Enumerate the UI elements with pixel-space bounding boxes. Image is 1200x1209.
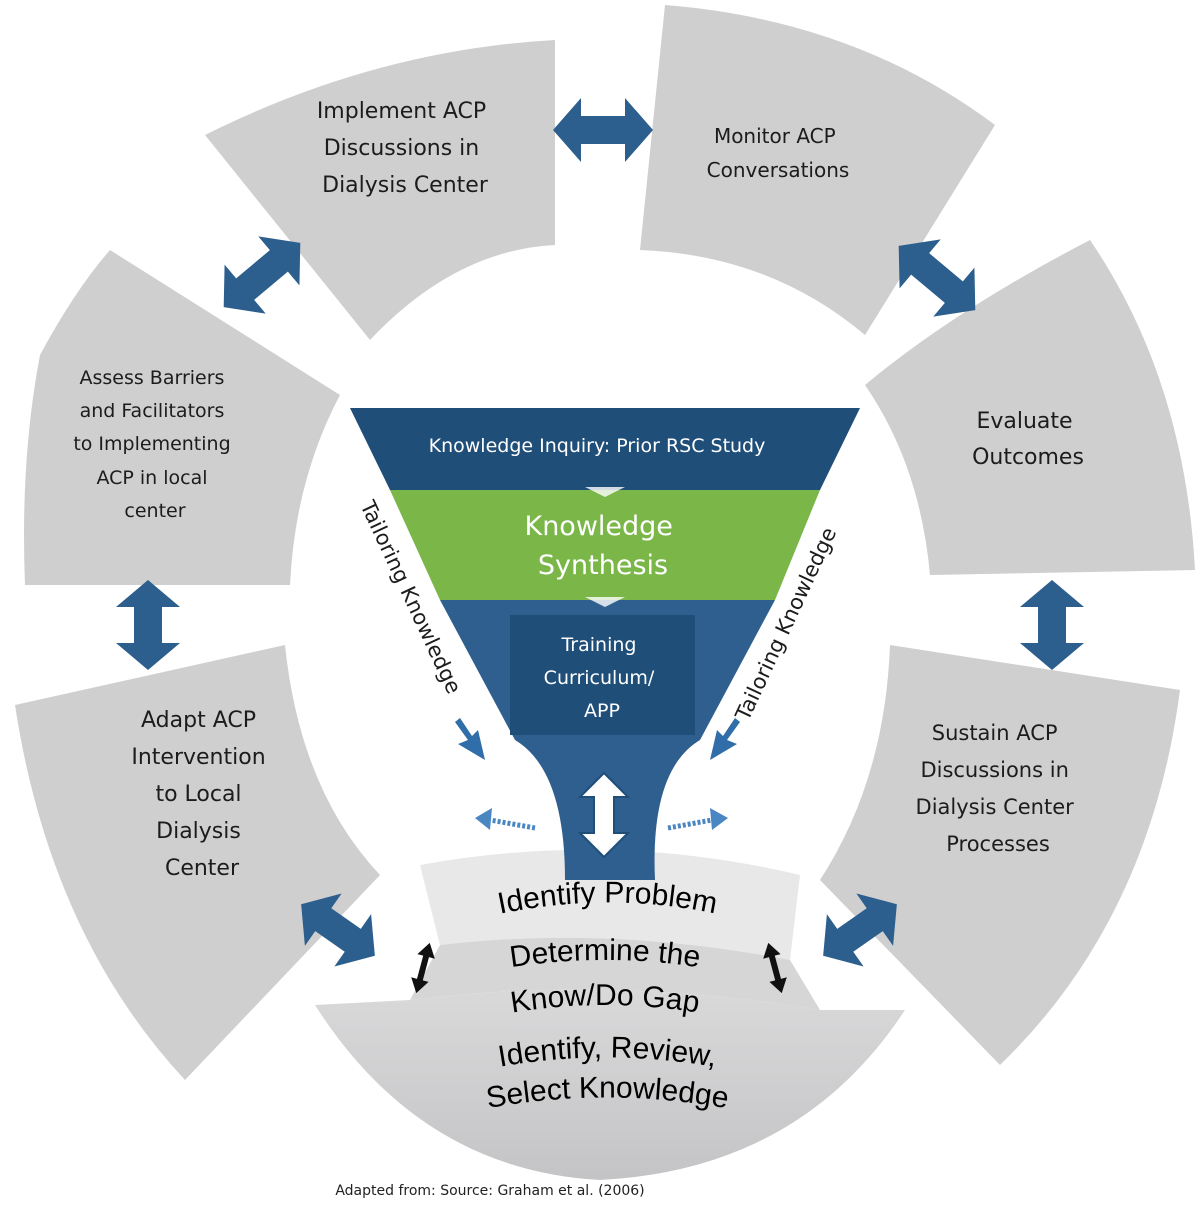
arrow-tailoring-right: [710, 718, 740, 760]
segment-sustain: [820, 645, 1180, 1065]
segment-adapt: [15, 645, 380, 1080]
label-implement: Implement ACP Discussions in Dialysis Ce…: [317, 99, 493, 198]
arrow-adapt-bottom: [301, 893, 375, 967]
band-know-do-gap: [410, 937, 820, 1010]
arrow-bottom-left: [411, 942, 435, 994]
label-evaluate: Evaluate Outcomes: [972, 409, 1084, 470]
band-select-knowledge: [315, 989, 905, 1180]
arrow-bottom-right: [763, 942, 787, 994]
arrow-evaluate-sustain: [1020, 580, 1084, 670]
arrow-sustain-bottom: [823, 893, 897, 967]
arrow-implement-monitor: [553, 98, 653, 162]
funnel-tools-label: Training Curriculum/ APP: [544, 634, 661, 722]
segment-evaluate: [865, 240, 1195, 575]
segment-assess: [24, 250, 340, 585]
label-assess: Assess Barriers and Facilitators to Impl…: [73, 367, 236, 522]
funnel-inquiry-band: [350, 408, 860, 490]
funnel-synthesis-label: Knowledge Synthesis: [524, 511, 681, 581]
arrow-tailoring-left: [455, 718, 485, 760]
arrow-assess-adapt: [116, 580, 180, 670]
arrow-monitor-evaluate: [898, 239, 976, 317]
funnel-tools-box: [510, 615, 695, 735]
band-identify-problem: [420, 849, 800, 960]
funnel-synthesis-band: [390, 490, 820, 600]
funnel-inquiry-label: Knowledge Inquiry: Prior RSC Study: [429, 435, 766, 457]
arrow-funnel-stem: [577, 771, 631, 859]
arrow-dotted-left: [475, 808, 536, 831]
label-adapt: Adapt ACP Intervention to Local Dialysis…: [131, 708, 272, 881]
source-caption: Adapted from: Source: Graham et al. (200…: [335, 1183, 645, 1199]
label-sustain: Sustain ACP Discussions in Dialysis Cent…: [916, 721, 1081, 856]
segment-implement: [205, 40, 555, 340]
label-monitor: Monitor ACP Conversations: [707, 124, 850, 182]
arrow-assess-implement: [223, 236, 301, 314]
arrow-dotted-right: [667, 808, 728, 831]
